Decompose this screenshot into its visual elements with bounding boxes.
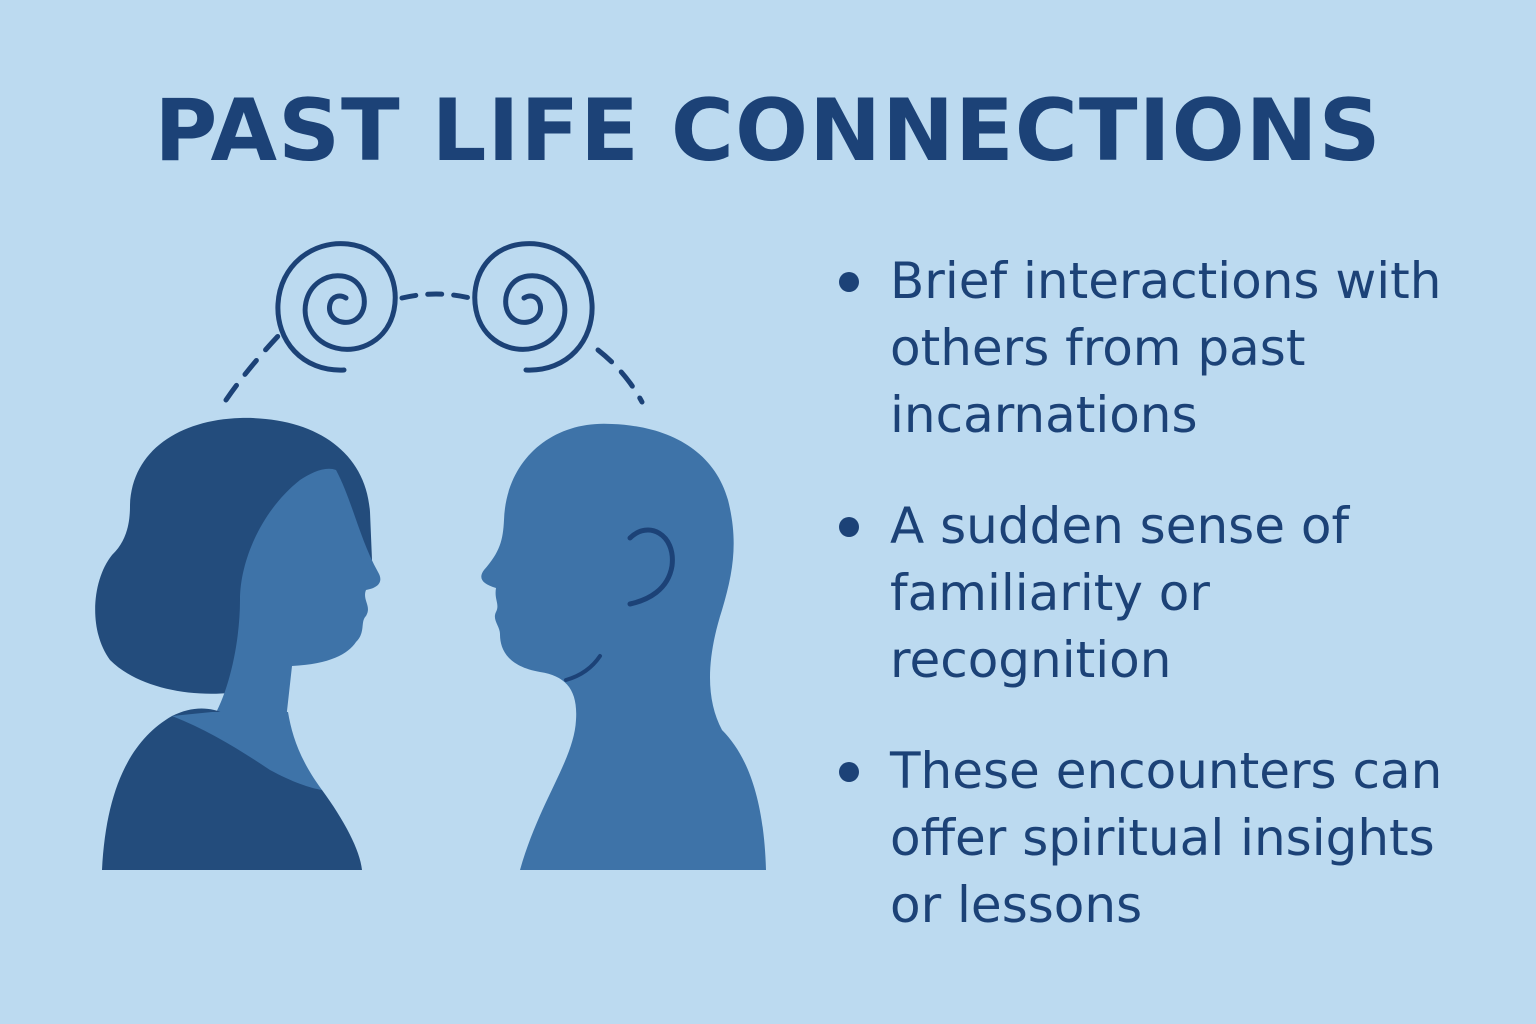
- bullet-item: Brief interactions with others from past…: [835, 248, 1495, 449]
- woman-neckline: [172, 712, 322, 790]
- spiral-icon: [472, 241, 595, 373]
- man-jaw: [564, 654, 602, 682]
- dashed-link-middle: [399, 291, 473, 301]
- bullet-dot: [839, 272, 859, 292]
- bullet-dot: [839, 762, 859, 782]
- bullet-list: Brief interactions with others from past…: [835, 248, 1495, 983]
- bullet-item: A sudden sense of familiarity or recogni…: [835, 493, 1495, 694]
- bullet-text: Brief interactions with others from past…: [890, 252, 1442, 444]
- bullet-item: These encounters can offer spiritual ins…: [835, 738, 1495, 939]
- bullet-text: These encounters can offer spiritual ins…: [890, 742, 1443, 934]
- woman-body: [102, 708, 362, 870]
- man-head-body: [481, 423, 766, 870]
- man-silhouette: [481, 423, 766, 870]
- dashed-link-right: [595, 347, 645, 405]
- woman-face: [212, 468, 381, 720]
- woman-silhouette: [95, 417, 381, 870]
- dashed-link-left: [223, 331, 283, 403]
- connection-illustration: [95, 241, 766, 870]
- spiral-icon: [275, 241, 398, 373]
- man-ear: [627, 527, 675, 607]
- bullet-text: A sudden sense of familiarity or recogni…: [890, 497, 1350, 689]
- page-title: PAST LIFE CONNECTIONS: [154, 81, 1382, 181]
- bullet-dot: [839, 517, 859, 537]
